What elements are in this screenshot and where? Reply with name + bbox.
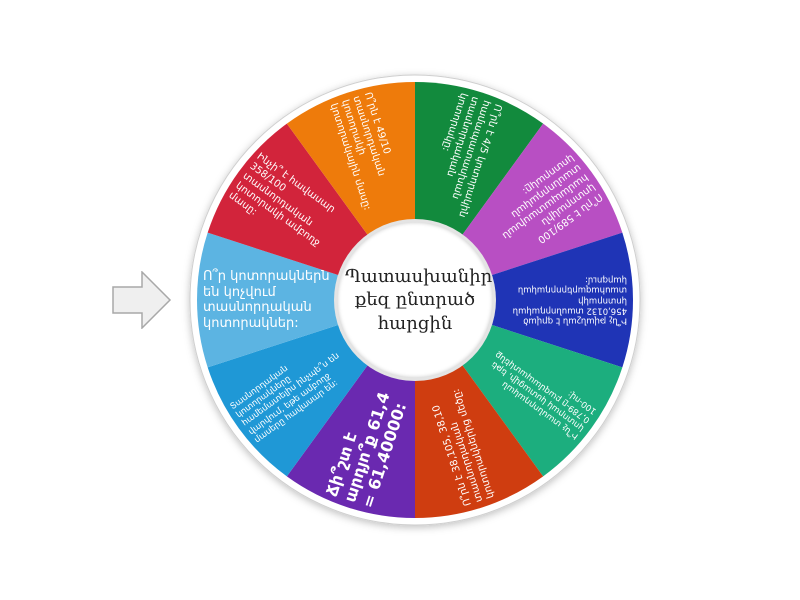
wheel-segment-8 xyxy=(197,232,415,368)
wheel-segment-3 xyxy=(415,232,633,368)
segment-label-8: Ո՞ր կոտորակներն են կոչվում տասնորդական կ… xyxy=(203,268,330,331)
center-text: Պատասխանիր քեզ ընտրած հարցին xyxy=(345,265,493,334)
segment-label-3: Ի՞նչ թվանշան է գրված 456,0132 տասնորդակա… xyxy=(512,274,627,326)
center-hub[interactable]: Պատասխանիր քեզ ընտրած հարցին xyxy=(337,222,493,378)
arrow-right-icon xyxy=(112,271,172,329)
